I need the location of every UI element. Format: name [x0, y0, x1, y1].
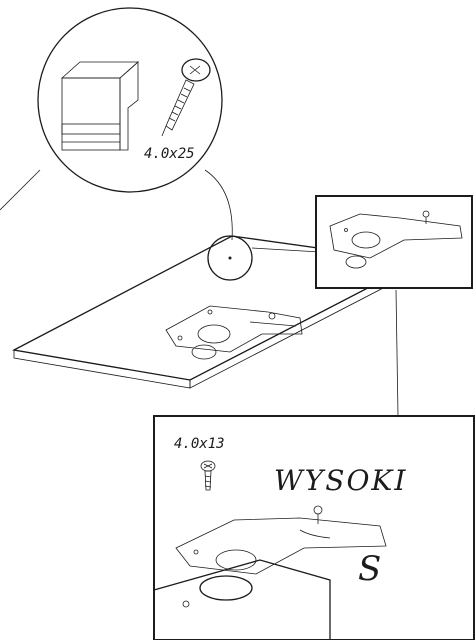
cam-block-icon [60, 61, 140, 151]
hinge-plate [165, 305, 303, 360]
detail-box-bottom: 4.0x13 WYSOKI S [153, 415, 475, 640]
long-screw-size-label: 4.0x25 [144, 146, 195, 162]
detail-box-top-right [315, 195, 473, 289]
short-screw-icon [200, 460, 216, 491]
long-screw-icon [161, 58, 211, 137]
detail-circle-fasteners: 4.0x25 [0, 7, 233, 241]
panel-board [11, 235, 421, 417]
variant-mark: S [358, 549, 381, 589]
variant-label: WYSOKI [274, 464, 407, 497]
short-screw-size-label: 4.0x13 [174, 436, 225, 452]
